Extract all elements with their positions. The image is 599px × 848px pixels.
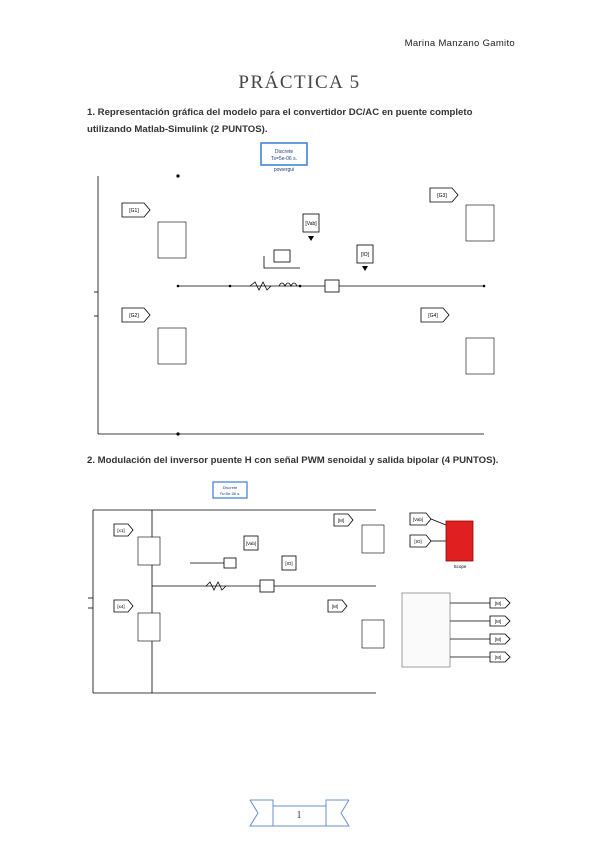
svg-text:[IO]: [IO]: [414, 539, 421, 544]
from-io: [IO]: [361, 252, 370, 258]
svg-text:[M]: [M]: [495, 619, 501, 624]
goto-g2: [G2]: [129, 313, 139, 319]
svg-text:[Vab]: [Vab]: [413, 517, 423, 522]
svg-text:[M]: [M]: [338, 518, 344, 523]
svg-text:Ts=5e-06 s.: Ts=5e-06 s.: [220, 491, 241, 496]
powergui-text-2: Ts=5e-06 s.: [271, 156, 297, 162]
svg-text:[M]: [M]: [495, 655, 501, 660]
svg-text:[Vab]: [Vab]: [246, 541, 256, 546]
author-name: Marina Manzano Gamito: [404, 38, 515, 49]
powergui-block-2: [212, 481, 248, 499]
question-1: 1. Representación gráfica del modelo par…: [87, 107, 473, 135]
svg-text:[x4]: [x4]: [117, 604, 124, 609]
goto-g4: [G4]: [428, 313, 438, 319]
powergui-caption: powergui: [274, 167, 294, 173]
powergui-text-1: Discrete: [275, 149, 294, 155]
svg-text:[M]: [M]: [332, 604, 338, 609]
question-2: 2. Modulación del inversor puente H con …: [87, 455, 499, 466]
svg-text:[IO]: [IO]: [285, 561, 292, 566]
page-title: PRÁCTICA 5: [238, 72, 361, 93]
pwm-generator: [401, 592, 451, 668]
scope-block: [445, 520, 474, 562]
svg-text:[M]: [M]: [495, 637, 501, 642]
svg-text:Discrete: Discrete: [223, 485, 238, 490]
powergui-block: [260, 142, 308, 166]
svg-text:Scope: Scope: [454, 564, 467, 569]
goto-g1: [G1]: [129, 208, 139, 214]
page-number: 1: [296, 810, 302, 821]
from-vab: [Vab]: [305, 221, 317, 227]
svg-text:[x1]: [x1]: [117, 528, 124, 533]
goto-g3: [G3]: [437, 193, 447, 199]
svg-text:[M]: [M]: [495, 601, 501, 606]
